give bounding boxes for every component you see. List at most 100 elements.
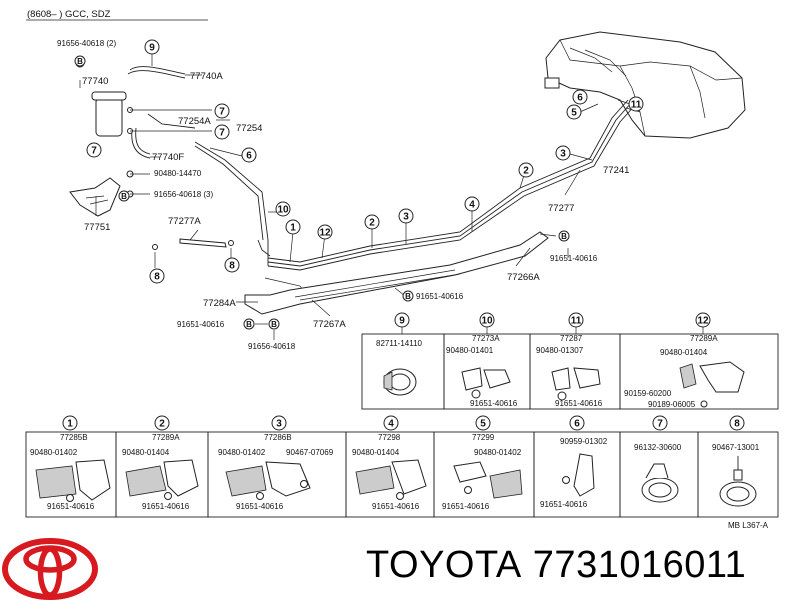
detail-box-7: 7 96132-30600 [619,415,699,518]
svg-text:1: 1 [290,223,296,234]
label-77284a: 77284A [203,298,236,309]
bolt-markers: B B B B B B [74,55,570,330]
svg-text:90480-01404: 90480-01404 [660,348,708,357]
footer-title: TOYOTA 7731016011 [366,546,746,584]
label-91651-40616-right: 91651-40616 [550,254,598,263]
svg-text:77298: 77298 [378,433,401,442]
label-77277a: 77277A [168,216,201,227]
callout-3: 3 [555,145,571,161]
svg-text:10: 10 [481,316,493,327]
svg-text:91651-40616: 91651-40616 [470,399,518,408]
svg-text:9: 9 [149,43,155,54]
svg-text:91651-40616: 91651-40616 [555,399,603,408]
callout-7: 7 [214,124,230,140]
svg-text:B: B [561,232,567,241]
svg-text:B: B [271,320,277,329]
svg-text:77286B: 77286B [264,433,292,442]
leader-lines [79,54,641,340]
svg-text:77273A: 77273A [472,334,500,343]
svg-text:90467-07069: 90467-07069 [286,448,334,457]
detail-box-5: 5 77299 90480-01402 91651-40616 [433,415,535,518]
callout-12: 12 [317,224,333,240]
main-part-labels: 91656-40618 (2) 77740 77740A 77254A 7 7 2 5… [57,39,629,351]
label-91651-40616-left: 91651-40616 [177,320,225,329]
svg-text:77285B: 77285B [60,433,88,442]
svg-text:4: 4 [469,200,475,211]
detail-box-6: 6 90959-01302 91651-40616 [533,415,621,518]
svg-text:82711-14110: 82711-14110 [376,339,423,348]
callout-3: 3 [398,208,414,224]
svg-text:7: 7 [219,107,225,118]
detail-box-12: 12 77289A 90480-01404 90159-60200 90189-… [619,312,779,410]
svg-text:90480-01401: 90480-01401 [446,346,494,355]
label-77740a: 77740A [190,71,223,82]
svg-text:96132-30600: 96132-30600 [634,443,682,452]
svg-text:90480-01404: 90480-01404 [352,448,400,457]
fuel-filter-assembly [69,58,234,250]
fuel-pipe-lines [179,99,637,315]
svg-text:2: 2 [523,166,529,177]
toyota-logo-icon [2,538,98,600]
fuel-tank [544,31,746,139]
svg-text:90480-01404: 90480-01404 [122,448,170,457]
svg-text:11: 11 [631,100,642,111]
label-77266a: 77266A [507,272,540,283]
callout-5: 5 [566,104,582,120]
svg-text:90480-01307: 90480-01307 [536,346,584,355]
svg-text:3: 3 [560,149,566,160]
label-77267a: 77267A [313,319,346,330]
svg-text:12: 12 [697,316,709,327]
svg-text:7: 7 [91,146,97,157]
svg-text:8: 8 [734,419,740,430]
callout-7: 7 [86,142,102,158]
callout-10: 10 [275,201,291,217]
svg-text:11: 11 [571,316,582,327]
model-range-label: (8608– ) GCC, SDZ [27,9,111,20]
callout-6: 6 [572,89,588,105]
svg-text:7: 7 [219,128,225,139]
svg-text:6: 6 [574,419,580,430]
detail-box-3: 3 77286B 90480-01402 90467-07069 91651-4… [207,415,347,518]
svg-text:9: 9 [399,316,405,327]
svg-text:5: 5 [480,419,486,430]
svg-text:77299: 77299 [472,433,495,442]
svg-text:90480-01402: 90480-01402 [474,448,522,457]
detail-box-9: 9 82711-14110 [361,312,445,410]
detail-box-4: 4 77298 90480-01404 91651-40616 [345,415,435,518]
svg-text:8: 8 [154,272,160,283]
detail-box-1: 1 77285B 90480-01402 91651-40616 [25,415,117,518]
svg-text:5: 5 [571,108,577,119]
fuel-line-parts-diagram: (8608– ) GCC, SDZ [25,9,779,530]
callout-7: 7 [214,103,230,119]
svg-text:6: 6 [577,93,583,104]
fuel-filter [95,97,123,137]
detail-box-11: 11 77287 90480-01307 91651-40616 [529,312,621,410]
label-91656-40618-2: 91656-40618 (2) [57,39,116,48]
svg-text:91651-40616: 91651-40616 [47,502,95,511]
svg-text:90189-06005: 90189-06005 [648,400,696,409]
svg-text:12: 12 [319,228,331,239]
svg-text:2: 2 [369,218,375,229]
svg-text:3: 3 [276,419,282,430]
label-77740: 77740 [82,76,108,87]
callout-6: 6 [241,147,257,163]
svg-text:B: B [246,320,252,329]
callout-circles: 9 7 7 7 6 10 1 12 2 3 4 2 3 6 5 11 8 8 [86,39,644,284]
label-91656-40618-3: 91656-40618 (3) [154,190,213,199]
svg-text:7: 7 [657,419,663,430]
label-77254a: 77254A [178,116,211,127]
svg-text:90159-60200: 90159-60200 [624,389,672,398]
callout-8: 8 [149,268,165,284]
svg-text:91651-40616: 91651-40616 [142,502,190,511]
svg-text:4: 4 [388,419,394,430]
svg-text:2: 2 [159,419,165,430]
callout-9: 9 [144,39,160,55]
label-77277: 77277 [548,203,574,214]
callout-11: 11 [628,96,644,112]
svg-text:91651-40616: 91651-40616 [372,502,420,511]
svg-text:90467-13001: 90467-13001 [712,443,760,452]
svg-text:B: B [405,292,411,301]
svg-text:10: 10 [277,205,289,216]
detail-box-8: 8 90467-13001 [697,415,779,518]
brand-name: TOYOTA [366,544,522,586]
